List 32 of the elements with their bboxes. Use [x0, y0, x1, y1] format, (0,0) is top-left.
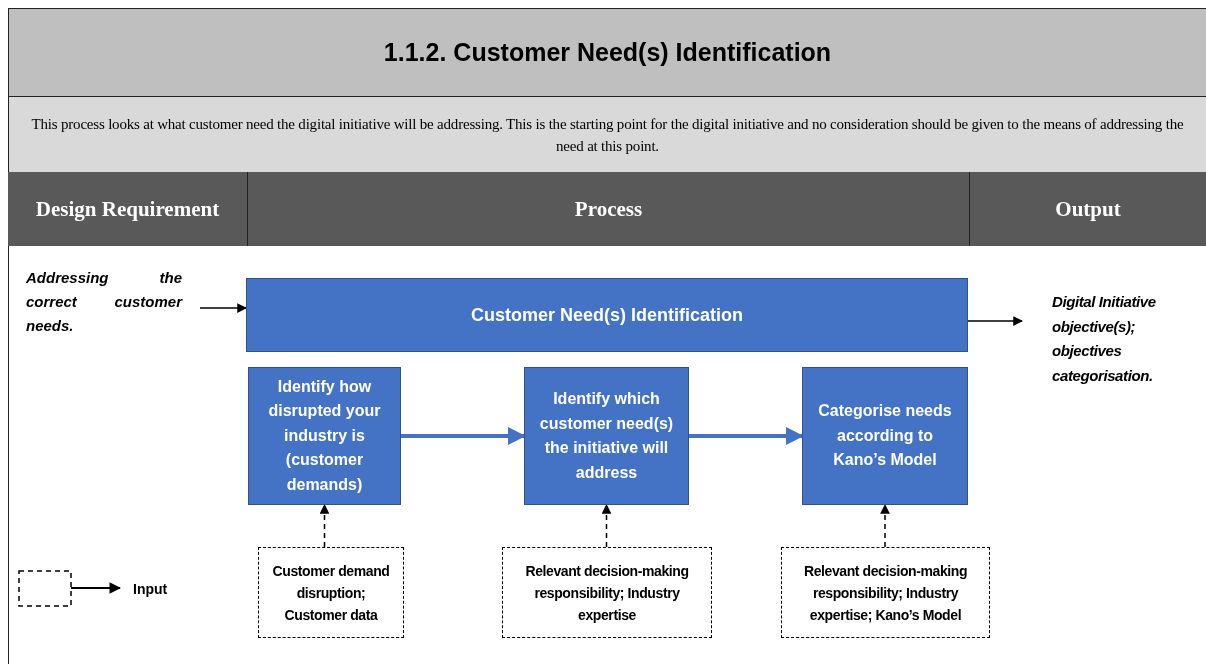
title: 1.1.2. Customer Need(s) Identification — [383, 36, 832, 68]
node-text: Customer Need(s) Identification — [471, 303, 743, 327]
description-text: This process looks at what customer need the digital initiative will be addressing. This is the starting point for the digital initiative and no consideration should be given to the means of addressing the need at this point. — [30, 114, 1185, 156]
input-box — [258, 547, 404, 638]
arrow — [601, 504, 612, 548]
output-text: Digital Initiative objective(s); objectives categorisation. — [1052, 292, 1157, 386]
node-text: Design Requirement — [35, 196, 220, 223]
node-text: Relevant decision-making responsibility; Industry expertise; Kano’s Model — [802, 561, 969, 625]
column-header — [248, 172, 970, 246]
column-header — [970, 172, 1206, 246]
arrow — [319, 504, 330, 548]
node-text: Process — [574, 196, 643, 223]
node-text: Categorise needs according to Kano’s Model — [817, 401, 953, 471]
node-text: Identify how disrupted your industry is (customer demands) — [267, 376, 382, 495]
node-text: Relevant decision-making responsibility; Industry expertise — [524, 561, 690, 625]
process-step-box — [248, 367, 401, 505]
arrow — [967, 316, 1023, 326]
input-box — [781, 547, 990, 638]
arrow — [880, 504, 890, 548]
process-box — [246, 278, 968, 352]
arrow — [199, 303, 247, 313]
process-step-box — [802, 367, 968, 505]
node-text: Output — [1055, 196, 1121, 223]
arrow — [401, 427, 526, 445]
input-box — [502, 547, 712, 638]
legend-label: Input — [133, 579, 168, 599]
process-step-box — [524, 367, 689, 505]
column-header — [8, 172, 248, 246]
arrow — [689, 427, 804, 445]
node-text: Identify which customer need(s) the initiative will address — [538, 389, 675, 483]
node-text: Customer demand disruption; Customer data — [271, 561, 391, 625]
requirement-text: Addressing the correct customer needs. — [26, 268, 182, 336]
